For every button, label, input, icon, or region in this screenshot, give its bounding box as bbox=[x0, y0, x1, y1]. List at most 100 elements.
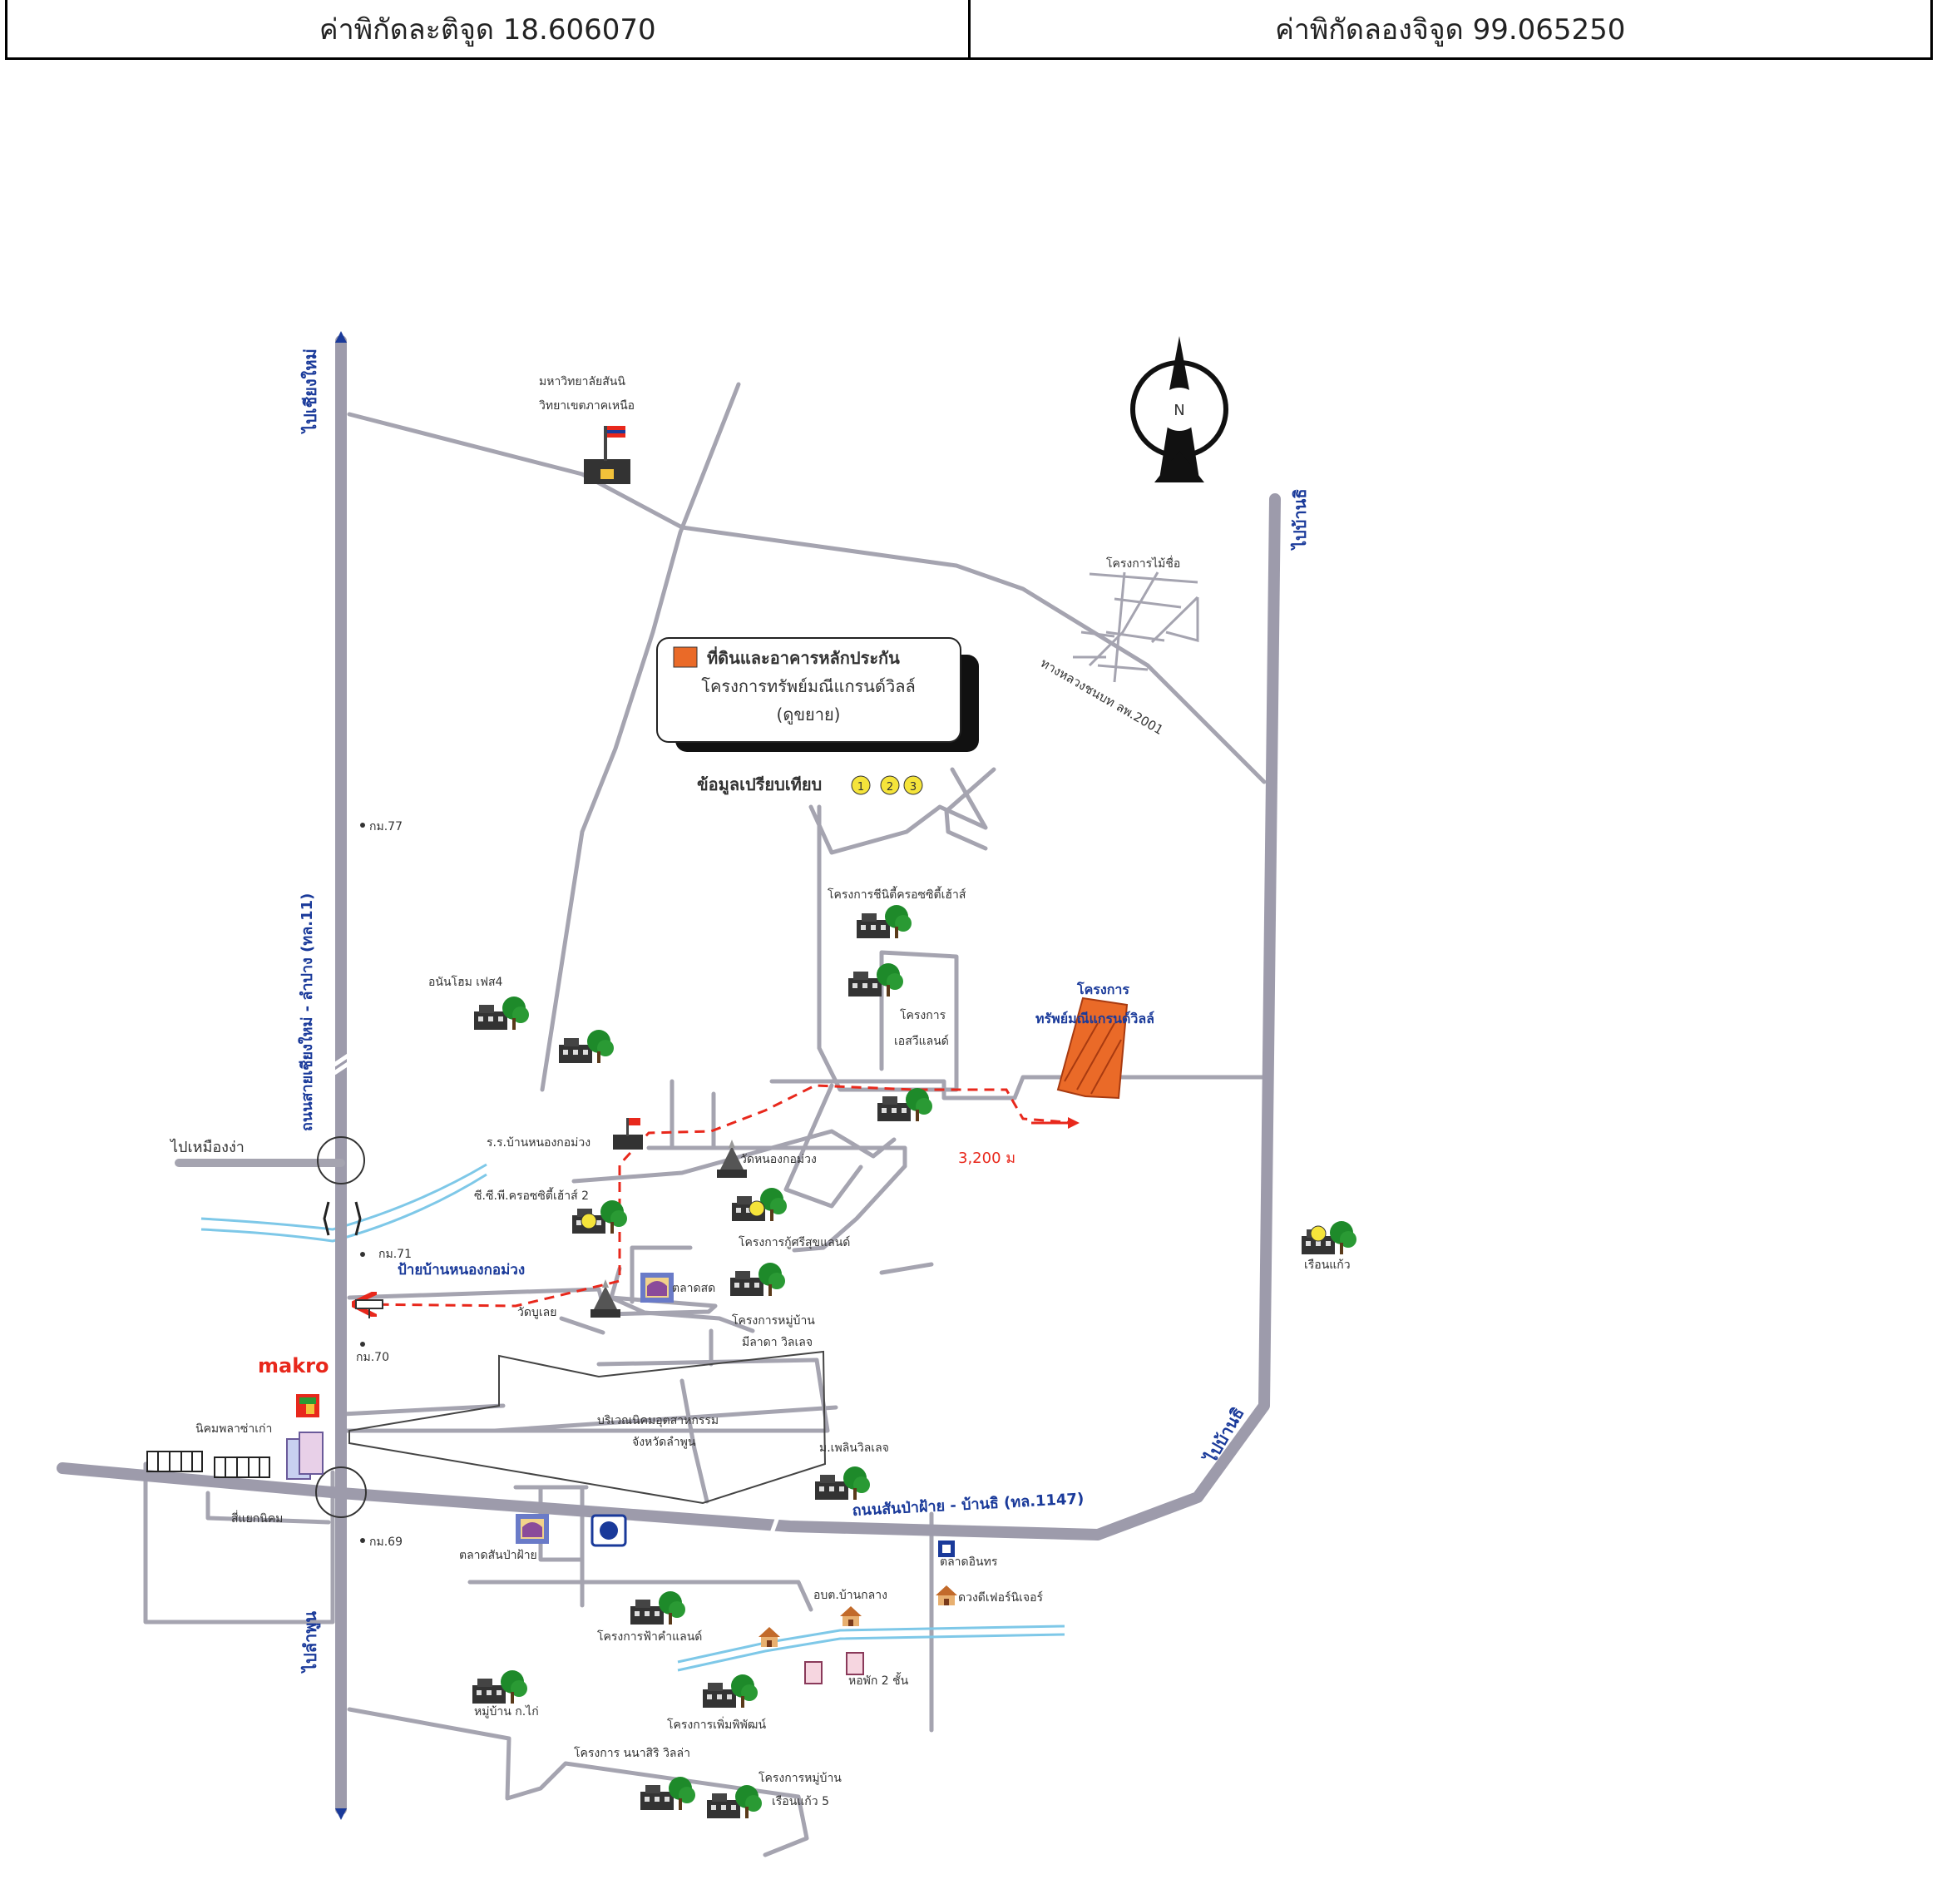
village-bottom-label-2: เรือนแก้ว 5 bbox=[772, 1795, 829, 1808]
house-icon bbox=[730, 1263, 785, 1296]
house-icon bbox=[472, 1670, 527, 1704]
nanasiri-label: โครงการ นนาสิริ วิลล่า bbox=[574, 1746, 690, 1760]
project-ace-label: โครงการ bbox=[900, 1008, 946, 1022]
ban-kk-label: หมู่บ้าน ก.ไก่ bbox=[474, 1704, 539, 1719]
arrow-up-icon bbox=[335, 331, 347, 343]
market-inthra-icon bbox=[938, 1541, 955, 1557]
pakkhawan-label: นิคมพลาซ่าเก่า bbox=[195, 1422, 272, 1436]
main-roads bbox=[57, 335, 1281, 1815]
road-2001-label: ทางหลวงชนบท ลพ.2001 bbox=[1038, 655, 1166, 738]
nong-kham-sign-label: ป้ายบ้านหนองกอม่วง bbox=[398, 1262, 525, 1278]
hut-icon bbox=[936, 1585, 957, 1605]
house-icon bbox=[703, 1674, 758, 1708]
makro-store-icon bbox=[296, 1394, 319, 1417]
house-icon bbox=[857, 905, 912, 938]
project-mai-chu-label: โครงการไม้ชื่อ bbox=[1106, 556, 1180, 571]
market-inthra-label: ตลาดอินทร bbox=[940, 1555, 998, 1569]
to-chiangmai-label: ไปเชียงใหม่ bbox=[300, 349, 320, 434]
kusri-label: โครงการกู้ศรีสุขแลนด์ bbox=[739, 1235, 850, 1249]
legend-line-1: ที่ดินและอาคารหลักประกัน bbox=[707, 645, 900, 668]
house-icon bbox=[559, 1030, 614, 1063]
pimpilai-label: โครงการเพิ่มพิพัฒน์ bbox=[667, 1717, 766, 1732]
legend-box: ที่ดินและอาคารหลักประกัน โครงการทรัพย์มณ… bbox=[656, 637, 979, 752]
km-marker-dots bbox=[360, 823, 365, 1543]
pet-shop-label: ดวงดีเฟอร์นิเจอร์ bbox=[958, 1590, 1043, 1605]
km-69-label: กม.69 bbox=[369, 1536, 403, 1549]
village-mil-label: โครงการหมู่บ้าน bbox=[732, 1313, 815, 1328]
distance-label: 3,200 ม bbox=[958, 1150, 1015, 1167]
house-icon bbox=[848, 963, 903, 997]
target-label-2: ทรัพย์มณีแกรนด์วิลล์ bbox=[1035, 1011, 1154, 1026]
cc-1-label: ซี.ซี.พี.ครอซซิตี้เฮ้าส์ 2 bbox=[474, 1187, 589, 1203]
school-icon bbox=[613, 1118, 643, 1150]
house-icon bbox=[1302, 1221, 1356, 1254]
project-top-label: โครงการชีนิตี้ครอซซิตี้เฮ้าส์ bbox=[828, 886, 966, 902]
industrial-area bbox=[348, 1350, 827, 1505]
market-icon bbox=[516, 1514, 549, 1544]
school-2-label: อบต.บ้านกลาง bbox=[813, 1589, 887, 1602]
industrial-label-2: จังหวัดลำพูน bbox=[632, 1436, 696, 1449]
compass-letter: N bbox=[1174, 402, 1184, 419]
hut-icon bbox=[758, 1627, 780, 1647]
minor-roads bbox=[143, 382, 1271, 1857]
route-path bbox=[362, 1084, 1078, 1306]
housing-grid bbox=[1073, 571, 1199, 683]
arrow-down-icon bbox=[335, 1808, 347, 1820]
intersection-circle-top bbox=[317, 1136, 365, 1184]
place-labels: มหาวิทยาลัยสันนิ วิทยาเขตภาคเหนือ โครงกา… bbox=[195, 375, 1351, 1808]
makro-label: makro bbox=[258, 1354, 329, 1377]
sign-post-icon bbox=[355, 1299, 383, 1318]
school-hut-icon bbox=[840, 1606, 862, 1626]
village-mil-label-2: มีลาดา วิลเลจ bbox=[742, 1336, 813, 1349]
intersection-label: สี่แยกนิคม bbox=[231, 1511, 283, 1526]
house-icon bbox=[572, 1200, 627, 1234]
house-icon bbox=[474, 997, 529, 1030]
naksin-label: ม.เพลินวิลเลจ bbox=[819, 1442, 889, 1455]
river bbox=[200, 1163, 1065, 1672]
industrial-label-1: บริเวณนิคมอุตสาหกรรม bbox=[597, 1414, 719, 1427]
target-label-1: โครงการ bbox=[1076, 981, 1129, 997]
svg-text:1: 1 bbox=[857, 781, 864, 794]
legend-line-2: โครงการทรัพย์มณีแกรนด์วิลล์ bbox=[701, 676, 915, 696]
latitude-cell: ค่าพิกัดละติจูด 18.606070 bbox=[319, 12, 656, 47]
comparison-marker-icon bbox=[581, 1213, 597, 1229]
compass-icon: N bbox=[1130, 336, 1228, 482]
svg-text:2: 2 bbox=[887, 781, 893, 794]
school-label: ร.ร.บ้านหนองกอม่วง bbox=[487, 1136, 590, 1150]
university-label: มหาวิทยาลัยสันนิ bbox=[539, 375, 625, 388]
to-lamphun-label: ไปลำพูน bbox=[300, 1611, 322, 1674]
bridge bbox=[323, 1201, 362, 1236]
comparison-markers: 1 2 3 bbox=[851, 775, 923, 795]
to-muang-nga-label: ไปเหมืองง่า bbox=[169, 1138, 245, 1156]
to-ban-thi-top-label: ไปบ้านธิ bbox=[1290, 488, 1310, 551]
market-icon bbox=[640, 1273, 674, 1303]
dorm-label: หอพัก 2 ชั้น bbox=[848, 1672, 909, 1688]
house-icon bbox=[630, 1591, 685, 1625]
market-1-label: ตลาดสด bbox=[672, 1282, 715, 1295]
market-sanpa-label: ตลาดสันป่าฝ้าย bbox=[459, 1549, 537, 1562]
km-70-label: กม.70 bbox=[356, 1351, 389, 1364]
km-71-label: กม.71 bbox=[378, 1248, 412, 1261]
longitude-cell: ค่าพิกัดลองจิจูด 99.065250 bbox=[967, 0, 1931, 57]
road-breaks bbox=[333, 1052, 784, 1534]
target-parcel bbox=[1056, 997, 1129, 1100]
road-1147-label: ถนนสันป่าฝ้าย - บ้านธิ (ทล.1147) bbox=[852, 1490, 1085, 1520]
university-label-2: วิทยาเขตภาคเหนือ bbox=[539, 399, 635, 413]
km-labels: กม.77 กม.71 กม.70 กม.69 bbox=[356, 820, 412, 1549]
temple-1-label: วัดหนองกอม่วง bbox=[740, 1153, 817, 1166]
far-right-label: เรือนแก้ว bbox=[1304, 1259, 1351, 1272]
intersection-circle-bottom bbox=[315, 1466, 367, 1518]
fa-kham-label: โครงการฟ้าคำแลนด์ bbox=[597, 1630, 702, 1644]
house-icon bbox=[877, 1088, 932, 1121]
dorm-icon bbox=[804, 1661, 823, 1684]
coordinate-table: ค่าพิกัดละติจูด 18.606070 ค่าพิกัดลองจิจ… bbox=[5, 0, 1933, 60]
comparison-marker-icon bbox=[1310, 1225, 1327, 1242]
university-icon bbox=[584, 426, 630, 484]
dorm-icon bbox=[846, 1652, 864, 1675]
bank-icon bbox=[590, 1514, 627, 1547]
km-77-label: กม.77 bbox=[369, 820, 403, 833]
temple-2-label: วัดบูเลย bbox=[517, 1306, 556, 1319]
comparison-label: ข้อมูลเปรียบเทียบ bbox=[697, 774, 822, 796]
village-4-label: อนันโฮม เฟส4 bbox=[428, 975, 503, 989]
house-icon bbox=[640, 1777, 695, 1810]
